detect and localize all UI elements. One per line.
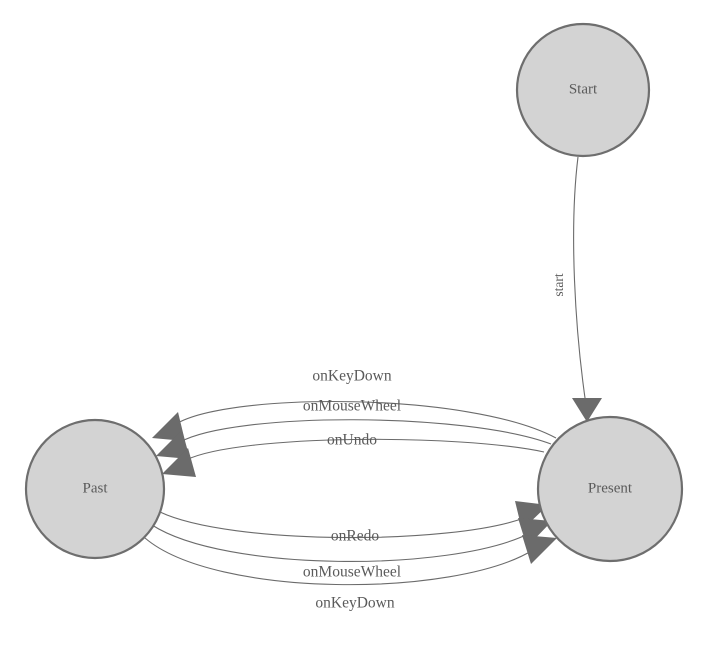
edge-present-to-past-onmousewheel-arrowhead bbox=[156, 430, 190, 459]
edge-start-to-present-path bbox=[573, 156, 587, 406]
edge-past-to-present-onmousewheel[interactable]: onMouseWheel bbox=[151, 518, 552, 581]
edge-past-to-present-onmousewheel-label: onMouseWheel bbox=[303, 564, 401, 581]
edge-past-to-present-onredo-label: onRedo bbox=[331, 528, 379, 545]
edge-start-to-present[interactable]: start bbox=[551, 156, 602, 422]
edge-present-to-past-onkeydown-arrowhead bbox=[152, 412, 185, 441]
node-past[interactable]: Past bbox=[24, 418, 166, 560]
edge-present-to-past-onundo-label: onUndo bbox=[327, 432, 377, 449]
edge-start-to-present-arrowhead bbox=[572, 398, 602, 422]
edge-present-to-past-onundo[interactable]: onUndo bbox=[162, 432, 545, 477]
edge-past-to-present-onkeydown-arrowhead bbox=[522, 535, 557, 564]
edge-present-to-past-onkeydown-label: onKeyDown bbox=[312, 368, 391, 385]
node-past-circle bbox=[24, 418, 166, 560]
edge-past-to-present-onredo-path bbox=[159, 511, 525, 539]
edge-start-to-present-label: start bbox=[551, 273, 566, 296]
node-start-circle bbox=[515, 22, 651, 158]
edge-past-to-present-onredo[interactable]: onRedo bbox=[159, 501, 548, 545]
edge-past-to-present-onkeydown-path bbox=[144, 537, 534, 586]
edge-present-to-past-onundo-path bbox=[185, 438, 545, 461]
edge-present-to-past-onmousewheel-label: onMouseWheel bbox=[303, 398, 401, 415]
edge-past-to-present-onkeydown-label: onKeyDown bbox=[315, 595, 394, 612]
edge-past-to-present-onkeydown[interactable]: onKeyDown bbox=[144, 535, 557, 612]
node-present[interactable]: Present bbox=[536, 415, 684, 563]
edge-present-to-past-onundo-arrowhead bbox=[162, 448, 196, 477]
node-present-circle bbox=[536, 415, 684, 563]
node-start-label: Start bbox=[569, 81, 598, 97]
node-present-label: Present bbox=[588, 480, 633, 496]
node-start[interactable]: Start bbox=[515, 22, 651, 158]
edge-present-to-past-onmousewheel[interactable]: onMouseWheel bbox=[156, 398, 552, 459]
edge-present-to-past-onkeydown[interactable]: onKeyDown bbox=[152, 368, 557, 441]
edge-past-to-present-onmousewheel-path bbox=[151, 524, 529, 562]
node-past-label: Past bbox=[82, 480, 108, 496]
edge-present-to-past-onkeydown-path bbox=[175, 401, 557, 439]
edge-present-to-past-onmousewheel-path bbox=[179, 419, 552, 445]
